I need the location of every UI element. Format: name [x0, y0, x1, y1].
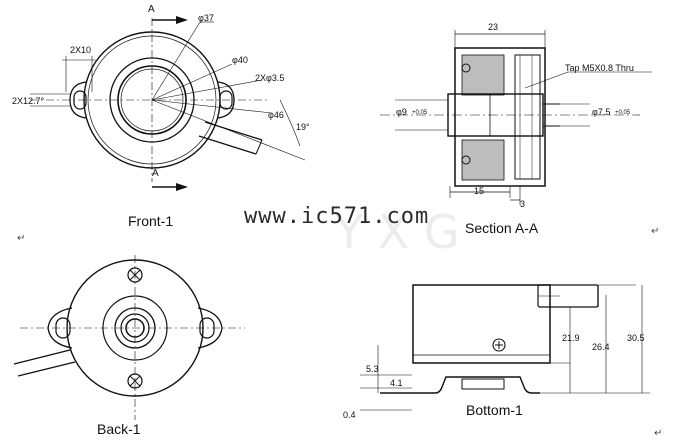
dim-d40: φ40: [232, 55, 248, 65]
dim-h1: 21.9: [562, 333, 580, 343]
dim-v3: 0.4: [343, 410, 356, 420]
front-view-title: Front-1: [128, 213, 174, 229]
back-view: [13, 255, 245, 420]
dim-h2: 26.4: [592, 342, 610, 352]
dim-holes: 2Xφ3.5: [255, 73, 285, 83]
dim-slot-width: 2X10: [70, 45, 92, 55]
dim-v1: 5.3: [366, 364, 379, 374]
dim-bore-left: φ9: [396, 107, 407, 117]
dim-tap: Tap M5X0.8 Thru: [565, 63, 634, 73]
section-letter-top: A: [148, 4, 155, 15]
dim-width: 23: [488, 22, 499, 32]
dim-bore-right: φ7.5: [592, 107, 611, 117]
dim-bore-right-tolerance: +0.05: [615, 110, 631, 116]
dim-v2: 4.1: [390, 378, 403, 388]
return-mark-2: ↵: [651, 226, 660, 237]
bottom-view-title: Bottom-1: [466, 402, 523, 418]
return-mark-3: ↵: [654, 428, 663, 439]
dim-slot-height: 2X12.7°: [12, 96, 45, 106]
bottom-view: [360, 284, 650, 411]
dim-h3: 30.5: [627, 333, 645, 343]
dim-angle: 19°: [296, 122, 310, 132]
back-view-title: Back-1: [97, 421, 141, 437]
dim-step: 3: [520, 199, 526, 209]
section-view: [380, 30, 652, 205]
dim-d46: φ46: [268, 110, 284, 120]
front-view: [30, 16, 306, 191]
section-view-title: Section A-A: [465, 220, 539, 236]
svg-text:Y X G: Y X G: [334, 205, 460, 259]
dim-bore-left-tolerance: +0.05: [412, 110, 428, 116]
watermark: www.ic571.com: [244, 204, 430, 229]
section-letter-bottom: A: [152, 168, 159, 179]
dim-depth: 15: [474, 186, 485, 196]
dim-d37: φ37: [198, 13, 214, 23]
return-mark-1: ↵: [17, 233, 26, 244]
